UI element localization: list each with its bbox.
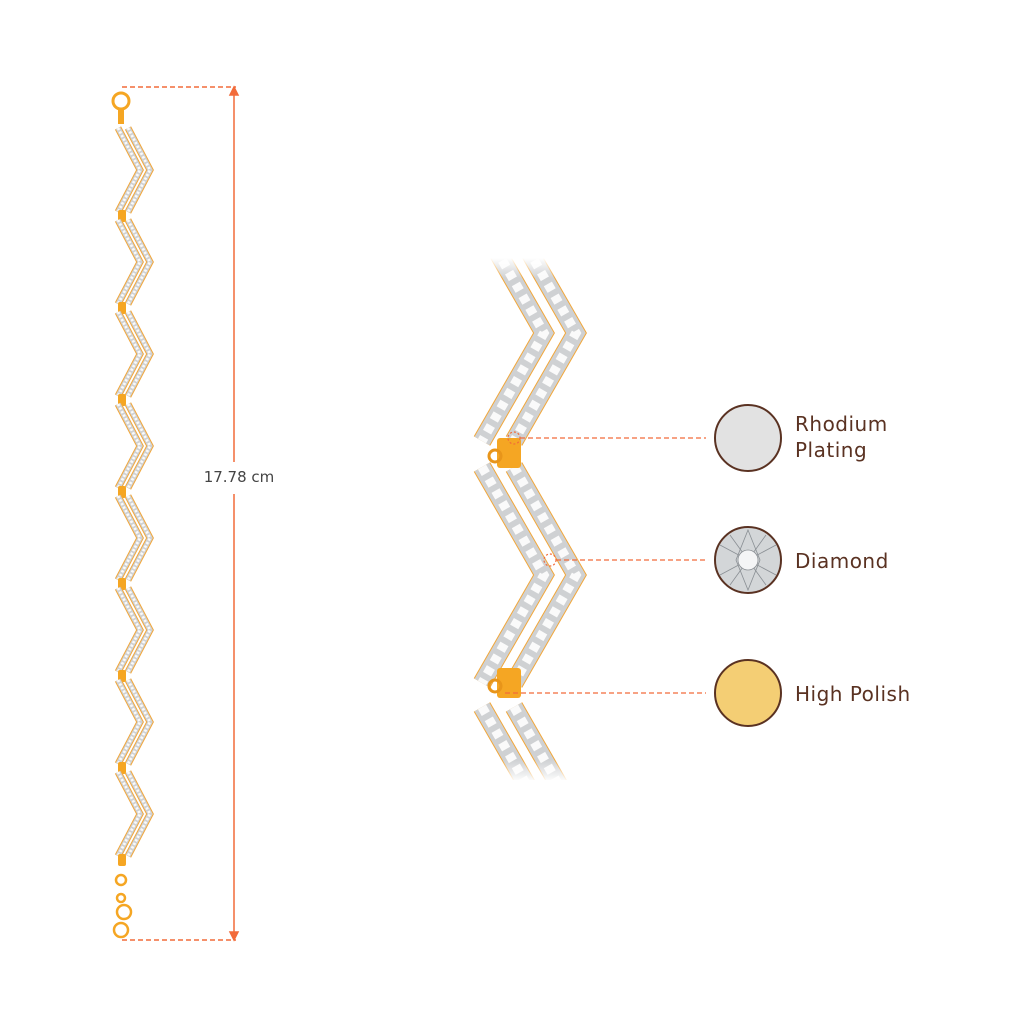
arrow-up-icon [228, 85, 240, 96]
chevron-link [114, 402, 154, 490]
rhodium-band [115, 126, 143, 214]
rhodium-band [125, 678, 153, 766]
bracelet-closeup [473, 258, 587, 780]
diamond-facets-icon [719, 528, 777, 592]
jump-ring-icon [115, 903, 133, 921]
high-polish-swatch [714, 659, 782, 727]
chevron-link [473, 702, 567, 780]
rhodium-band [125, 402, 153, 490]
rhodium-band [125, 218, 153, 306]
diamond-row [477, 464, 550, 686]
chevron-link [473, 258, 587, 446]
marker-diamond [543, 553, 557, 567]
chevron-link [114, 218, 154, 306]
feature-label-high-polish: High Polish [795, 682, 911, 706]
diamond-row [509, 704, 562, 780]
chevron-link [114, 310, 154, 398]
connector [118, 854, 126, 866]
label-line: Rhodium [795, 412, 888, 436]
rhodium-band [125, 126, 153, 214]
feature-swatches [714, 404, 782, 727]
feature-label-diamond: Diamond [795, 549, 889, 573]
rhodium-band [125, 586, 153, 674]
full-bracelet [111, 91, 154, 939]
diamond-row [477, 704, 530, 780]
chevron-link [114, 586, 154, 674]
rhodium-band [125, 494, 153, 582]
rhodium-swatch [714, 404, 782, 472]
leader-lines [505, 431, 706, 694]
diamond-row [509, 464, 582, 686]
rhodium-band [115, 402, 143, 490]
feature-label-rhodium: Rhodium Plating [795, 411, 888, 463]
jump-ring-icon [115, 892, 127, 904]
chevron-link [114, 770, 154, 858]
rhodium-band [115, 218, 143, 306]
gold-connector [497, 438, 521, 468]
rhodium-band [125, 770, 153, 858]
rhodium-band [115, 310, 143, 398]
jump-ring-icon [114, 873, 128, 887]
rhodium-band [115, 586, 143, 674]
label-line: Plating [795, 438, 868, 462]
length-label: 17.78 cm [196, 468, 282, 486]
chevron-link [114, 494, 154, 582]
rhodium-band [115, 770, 143, 858]
rhodium-band [115, 494, 143, 582]
chevron-link [114, 126, 154, 214]
chevron-link [114, 678, 154, 766]
gold-connector [497, 668, 521, 698]
arrow-down-icon [228, 931, 240, 942]
chevron-link [473, 462, 587, 688]
length-dimension [122, 85, 240, 942]
rhodium-band [125, 310, 153, 398]
rhodium-band [115, 678, 143, 766]
marker-rhodium [507, 431, 521, 445]
lobster-clasp-icon [111, 91, 131, 111]
rhodium-band [506, 702, 566, 780]
jump-ring-icon [112, 921, 130, 939]
